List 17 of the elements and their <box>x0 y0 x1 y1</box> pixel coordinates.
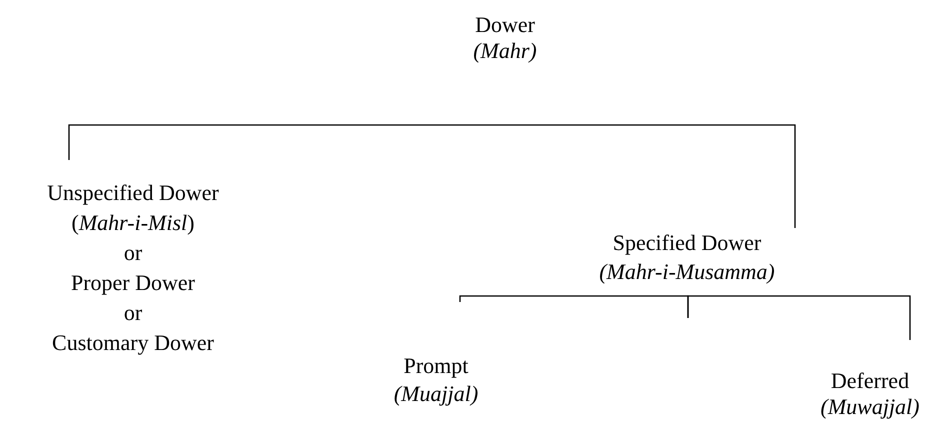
node-title: Specified Dower <box>612 229 762 257</box>
node-title: Prompt <box>404 352 468 380</box>
node-text: Customary Dower <box>52 329 214 357</box>
node-text: (Mahr-i-Musamma) <box>599 258 775 286</box>
node-title: Unspecified Dower <box>47 179 219 207</box>
node-text: (Muajjal) <box>394 380 478 408</box>
node-text: (Mahr) <box>473 38 537 64</box>
node-text: (Mahr-i-Misl) <box>72 209 194 237</box>
node-text: (Muwajjal) <box>820 394 920 420</box>
tree-connector <box>687 295 911 340</box>
node-text: or <box>124 299 142 327</box>
node-text: or <box>124 239 142 267</box>
tree-connector <box>432 124 796 228</box>
node-title: Deferred <box>830 368 910 394</box>
node-text: Proper Dower <box>70 269 196 297</box>
tree-connector <box>68 124 432 160</box>
node-title: Dower <box>475 12 535 38</box>
